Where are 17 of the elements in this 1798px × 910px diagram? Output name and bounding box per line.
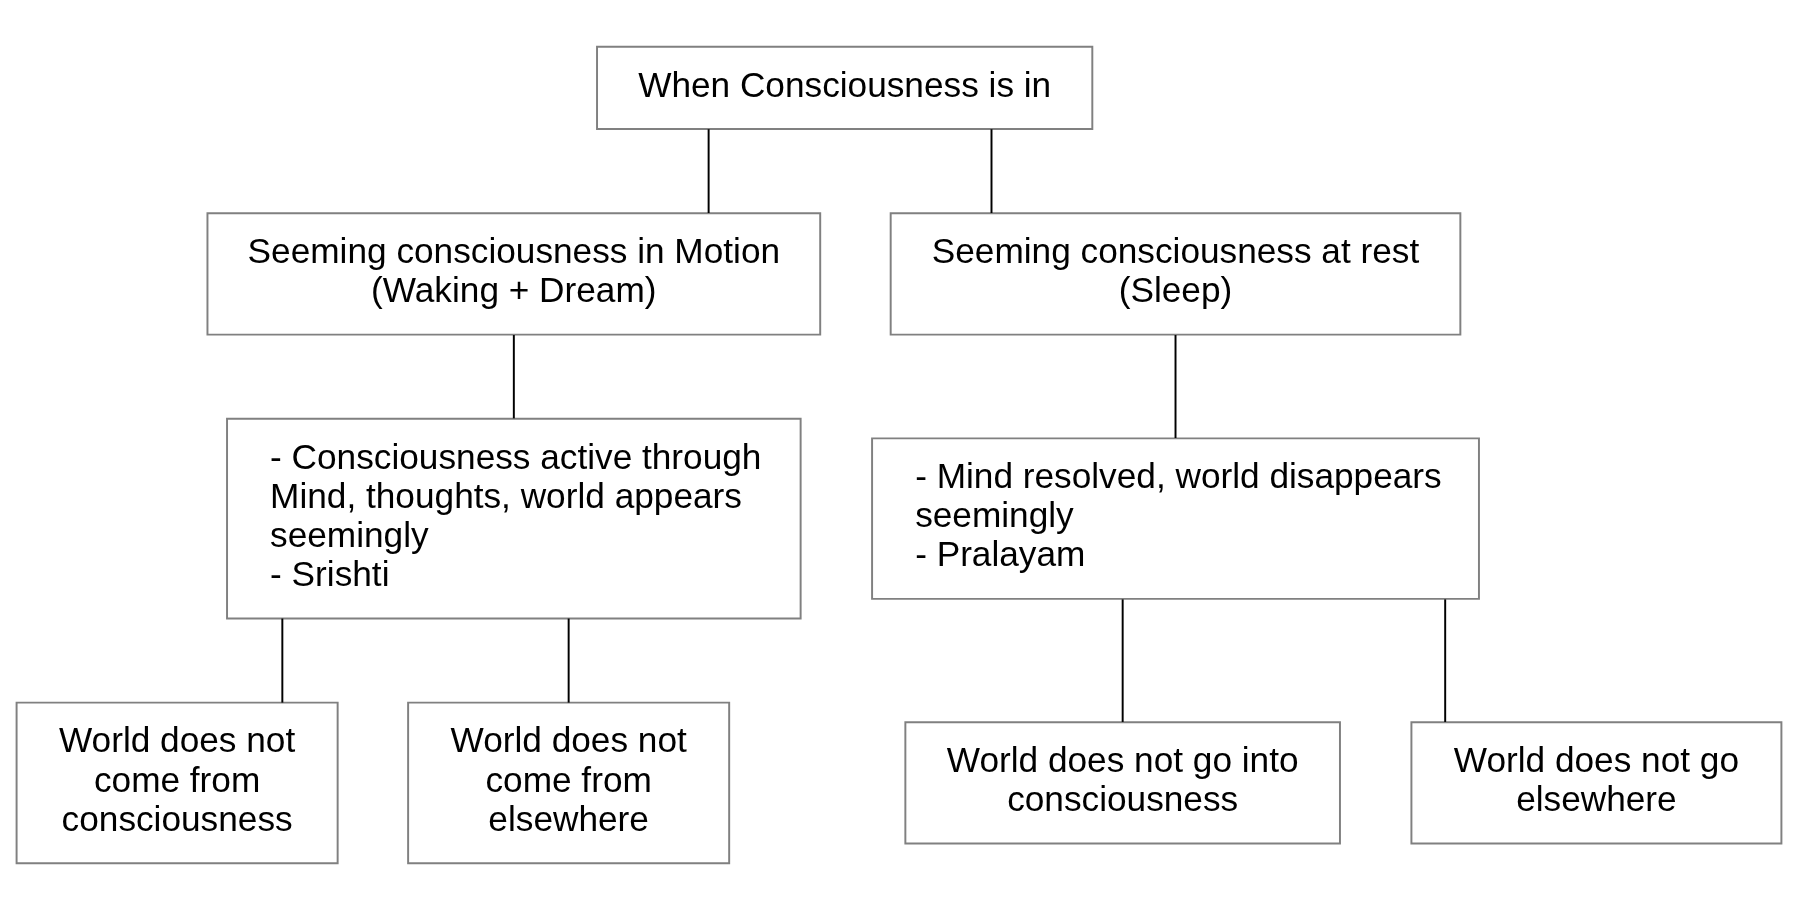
connector (1121, 598, 1124, 723)
node-box: Seeming consciousness at rest (Sleep) (889, 212, 1462, 336)
connector (707, 128, 710, 214)
node-box: - Mind resolved, world disappears seemingly - Pralayam (871, 437, 1480, 600)
connector (1444, 598, 1447, 723)
node-box: Seeming consciousness in Motion (Waking + Dream) (206, 212, 822, 336)
connector (512, 334, 515, 420)
connector (281, 617, 284, 704)
node-box: When Consciousness is in (596, 45, 1094, 131)
node-box: - Consciousness active through Mind, thoughts, world appears seemingly - Srishti (226, 417, 802, 620)
connector (1174, 334, 1177, 439)
connector (567, 617, 570, 704)
connector (990, 128, 993, 214)
node-box: World does not go into consciousness (904, 721, 1341, 845)
node-box: World does not come from consciousness (15, 701, 339, 865)
node-box: World does not go elsewhere (1410, 721, 1783, 845)
node-box: World does not come from elsewhere (407, 701, 731, 865)
